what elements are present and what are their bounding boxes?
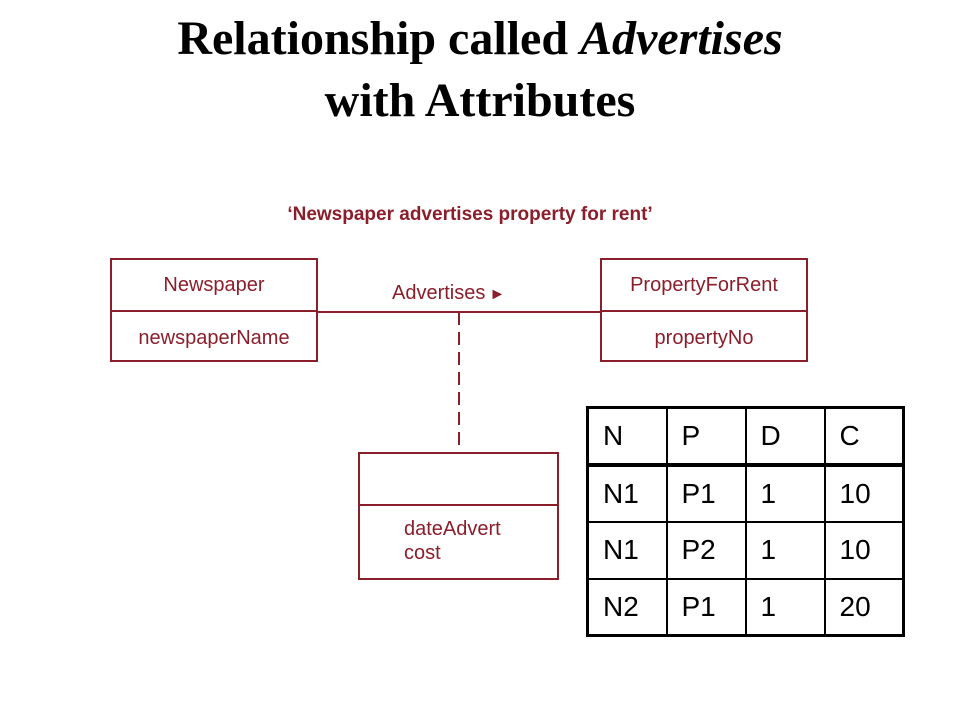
triangle-right-icon: ► bbox=[489, 286, 506, 303]
table-header: C bbox=[823, 406, 905, 467]
title-prefix: Relationship called bbox=[177, 12, 581, 65]
relationship-instance-table: N P D C N1 P1 1 10 N1 P2 1 10 N2 P1 1 20 bbox=[586, 406, 905, 637]
table-cell: P1 bbox=[665, 463, 747, 523]
association-name: Advertises bbox=[392, 282, 486, 304]
table-row: N2 P1 1 20 bbox=[586, 577, 905, 637]
table-row: N1 P1 1 10 bbox=[586, 463, 905, 523]
association-attribute-cost: cost bbox=[404, 542, 441, 564]
class-name: PropertyForRent bbox=[630, 274, 778, 296]
table-row: N1 P2 1 10 bbox=[586, 520, 905, 580]
table-cell: N1 bbox=[586, 520, 668, 580]
table-cell: N2 bbox=[586, 577, 668, 637]
slide-title: Relationship called Advertises with Attr… bbox=[0, 8, 960, 132]
diagram-caption: ‘Newspaper advertises property for rent’ bbox=[287, 204, 653, 225]
table-header: P bbox=[665, 406, 747, 467]
class-name: Newspaper bbox=[163, 274, 265, 296]
table-cell: N1 bbox=[586, 463, 668, 523]
association-attribute-date-advert: dateAdvert bbox=[404, 518, 501, 540]
table-cell: P1 bbox=[665, 577, 747, 637]
compartment-divider bbox=[112, 310, 316, 312]
table-cell: 1 bbox=[744, 577, 826, 637]
association-label: Advertises► bbox=[388, 282, 510, 305]
table-cell: 1 bbox=[744, 520, 826, 580]
compartment-divider bbox=[360, 504, 557, 506]
table-cell: 10 bbox=[823, 463, 905, 523]
table-header-row: N P D C bbox=[586, 406, 905, 467]
class-attribute: newspaperName bbox=[138, 327, 290, 349]
table-cell: 10 bbox=[823, 520, 905, 580]
compartment-divider bbox=[602, 310, 806, 312]
table-header: D bbox=[744, 406, 826, 467]
class-property-for-rent: PropertyForRent propertyNo bbox=[600, 258, 808, 362]
table-cell: P2 bbox=[665, 520, 747, 580]
class-attribute: propertyNo bbox=[654, 327, 754, 349]
title-line-2: with Attributes bbox=[324, 74, 636, 127]
table-cell: 20 bbox=[823, 577, 905, 637]
title-emphasis: Advertises bbox=[580, 12, 783, 65]
table-header: N bbox=[586, 406, 668, 467]
class-newspaper: Newspaper newspaperName bbox=[110, 258, 318, 362]
association-class: dateAdvert cost bbox=[358, 452, 559, 580]
table-cell: 1 bbox=[744, 463, 826, 523]
